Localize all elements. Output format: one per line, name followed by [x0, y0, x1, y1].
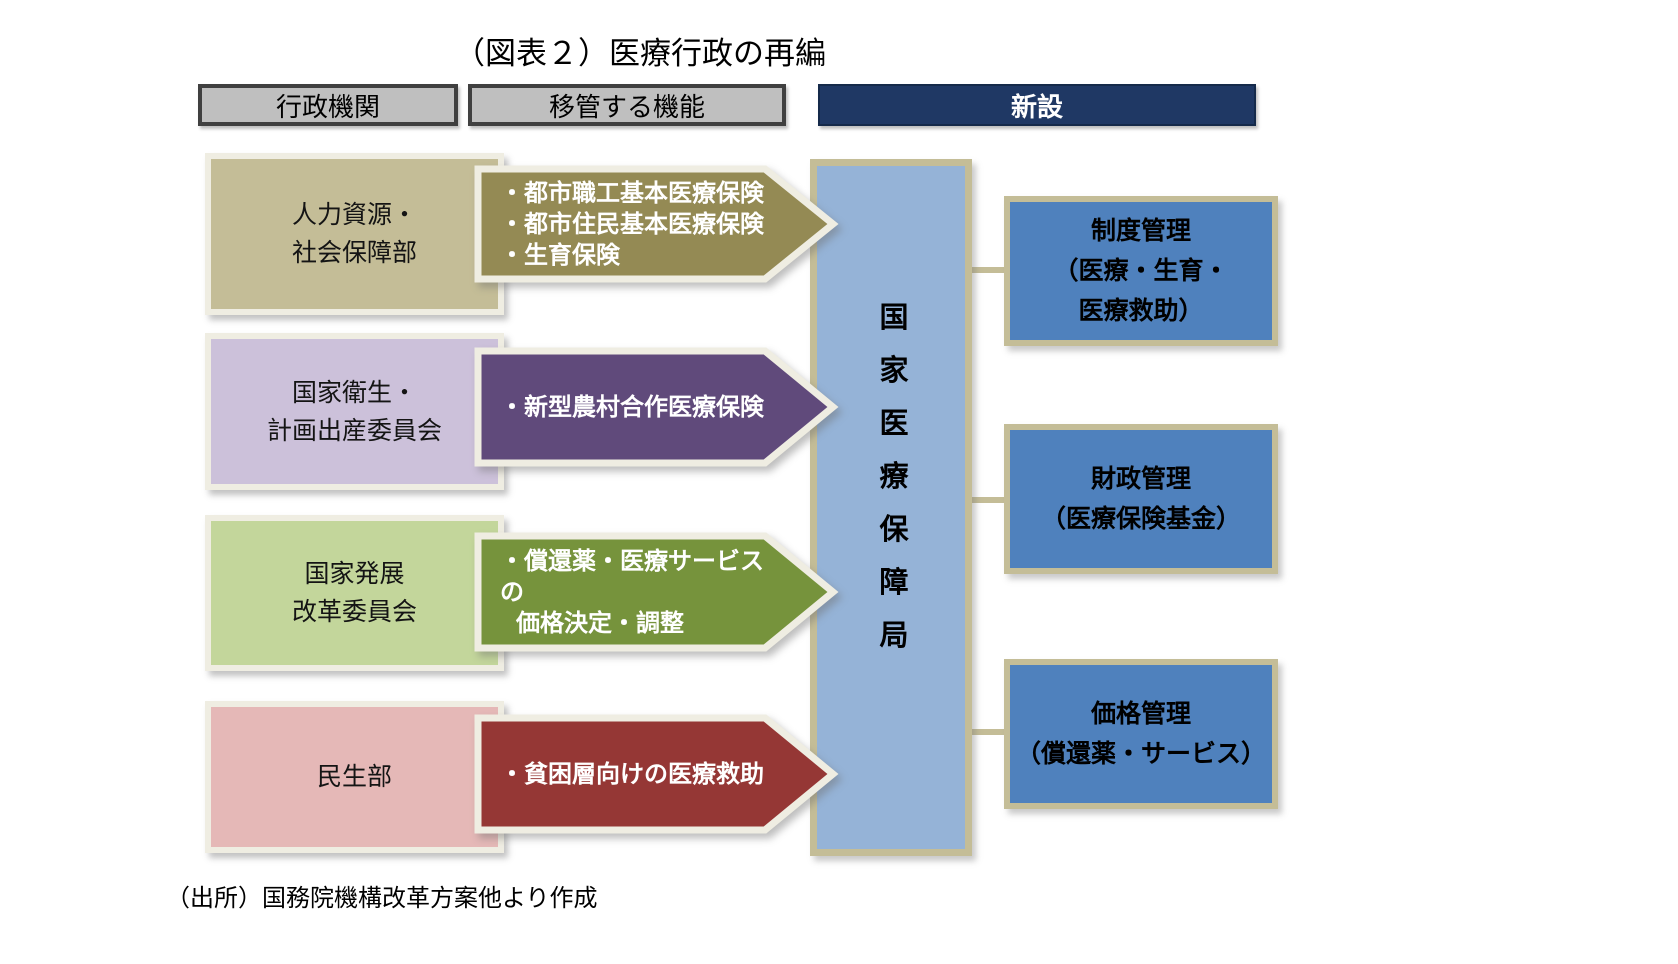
- connector-line-1: [960, 267, 1012, 273]
- transferred-function-list: ・都市職工基本医療保険 ・都市住民基本医療保険 ・生育保険: [500, 163, 772, 285]
- header-admin-organs-label: 行政機関: [275, 91, 380, 122]
- agency-name-line: 国家衛生・: [291, 378, 417, 407]
- agency-name-line: 改革委員会: [291, 598, 417, 626]
- transferred-function-list: ・新型農村合作医療保険: [500, 345, 772, 469]
- transferred-function-list: ・貧困層向けの医療救助: [500, 712, 772, 836]
- right-arrow-icon: [474, 532, 839, 652]
- department-line: 制度管理: [1090, 217, 1191, 245]
- department-line: 価格管理: [1090, 700, 1191, 728]
- connector-line-3: [960, 729, 1012, 735]
- function-line: ・生育保険: [500, 241, 620, 269]
- bureau-vertical-label: 国家医療保障局: [875, 301, 907, 673]
- transfer-arrow-3: ・償還薬・医療サービスの 価格決定・調整: [472, 530, 840, 654]
- transfer-arrow-1: ・都市職工基本医療保険 ・都市住民基本医療保険 ・生育保険: [472, 163, 840, 285]
- function-line: ・償還薬・医療サービスの: [500, 547, 764, 606]
- header-admin-organs: 行政機関: [198, 84, 458, 126]
- department-line: （医療保険基金）: [1040, 505, 1241, 533]
- header-transferred-functions: 移管する機能: [468, 84, 786, 126]
- connector-line-2: [960, 497, 1012, 503]
- function-line: ・都市職工基本医療保険: [500, 179, 764, 207]
- transfer-arrow-2: ・新型農村合作医療保険: [472, 345, 840, 469]
- department-box-fiscal-management: 財政管理 （医療保険基金）: [1004, 424, 1278, 574]
- department-line: 医療救助）: [1078, 297, 1204, 325]
- function-line: ・貧困層向けの医療救助: [500, 760, 764, 788]
- agency-name-line: 計画出産委員会: [266, 416, 442, 445]
- function-line: ・都市住民基本医療保険: [500, 210, 764, 238]
- agency-name-line: 社会保障部: [291, 239, 417, 267]
- agency-box-human-resources: 人力資源・ 社会保障部: [205, 153, 504, 315]
- source-note: （出所）国務院機構改革方案他より作成: [166, 885, 598, 912]
- agency-name-line: 人力資源・: [291, 201, 417, 229]
- agency-name-line: 国家発展: [304, 560, 405, 588]
- agency-box-development-reform: 国家発展 改革委員会: [205, 515, 504, 671]
- department-line: （医療・生育・: [1053, 257, 1229, 285]
- header-newly-established-label: 新設: [1010, 91, 1063, 122]
- transfer-arrow-4: ・貧困層向けの医療救助: [472, 712, 840, 836]
- department-line: （償還薬・サービス）: [1015, 740, 1266, 768]
- agency-box-civil-affairs: 民生部: [205, 701, 504, 853]
- transferred-function-list: ・償還薬・医療サービスの 価格決定・調整: [500, 530, 772, 654]
- agency-box-health-family-planning: 国家衛生・ 計画出産委員会: [205, 333, 504, 490]
- function-line: 価格決定・調整: [516, 609, 684, 637]
- right-arrow-icon: [474, 347, 839, 467]
- department-box-price-management: 価格管理 （償還薬・サービス）: [1004, 659, 1278, 809]
- national-medical-security-bureau-box: 国家医療保障局: [810, 159, 972, 856]
- header-transferred-functions-label: 移管する機能: [548, 91, 705, 122]
- right-arrow-icon: [474, 714, 839, 834]
- function-line: ・新型農村合作医療保険: [500, 393, 764, 421]
- header-newly-established: 新設: [818, 84, 1256, 126]
- right-arrow-icon: [474, 165, 839, 283]
- agency-name-line: 民生部: [316, 763, 392, 791]
- figure-title: （図表２）医療行政の再編: [454, 36, 826, 71]
- department-box-system-management: 制度管理 （医療・生育・ 医療救助）: [1004, 196, 1278, 346]
- department-line: 財政管理: [1090, 465, 1191, 493]
